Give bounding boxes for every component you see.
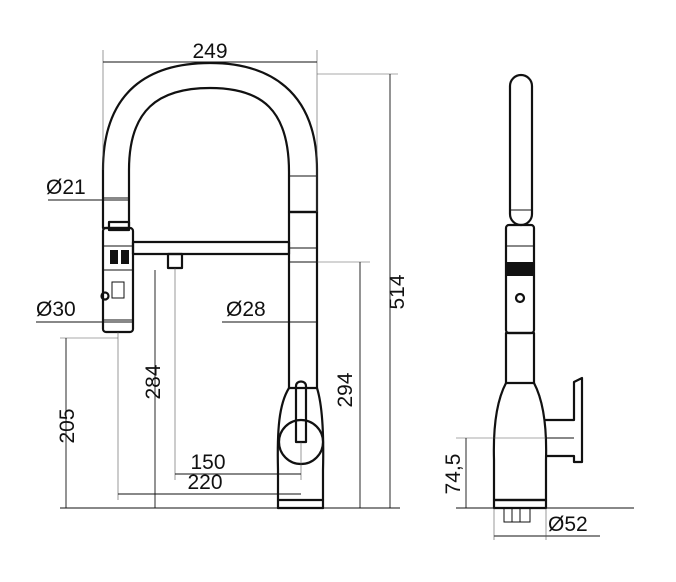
dim-head-height: 284 [142, 364, 165, 399]
side-spray-head [504, 223, 536, 335]
front-view [100, 61, 325, 510]
dim-reach-220: 220 [187, 471, 222, 494]
side-view [492, 73, 584, 523]
dim-reach-150: 150 [190, 451, 225, 474]
dim-width-top: 249 [192, 40, 227, 63]
dim-head-rest-height: 205 [56, 408, 79, 443]
side-column [504, 331, 536, 385]
hose-arch [101, 61, 319, 230]
spray-head [101, 226, 135, 334]
dim-spout-height: 294 [334, 372, 357, 407]
side-hose [508, 73, 534, 227]
dim-head-diameter: Ø30 [36, 298, 76, 321]
lever-handle [294, 380, 308, 444]
body-column [287, 210, 319, 390]
front-dimensions: 249 Ø21 Ø30 Ø28 514 294 284 205 150 [36, 40, 409, 509]
lower-body [276, 386, 325, 502]
dim-base-diameter: Ø52 [548, 513, 588, 536]
dim-lever-height: 74,5 [442, 454, 465, 495]
side-lever [544, 376, 584, 464]
dim-hose-diameter: Ø21 [46, 176, 86, 199]
dim-body-diameter: Ø28 [226, 298, 266, 321]
side-lower-body [492, 381, 548, 502]
holder-bar [131, 240, 291, 256]
side-dimensions: 74,5 Ø52 [442, 437, 634, 540]
dim-total-height: 514 [386, 274, 409, 309]
